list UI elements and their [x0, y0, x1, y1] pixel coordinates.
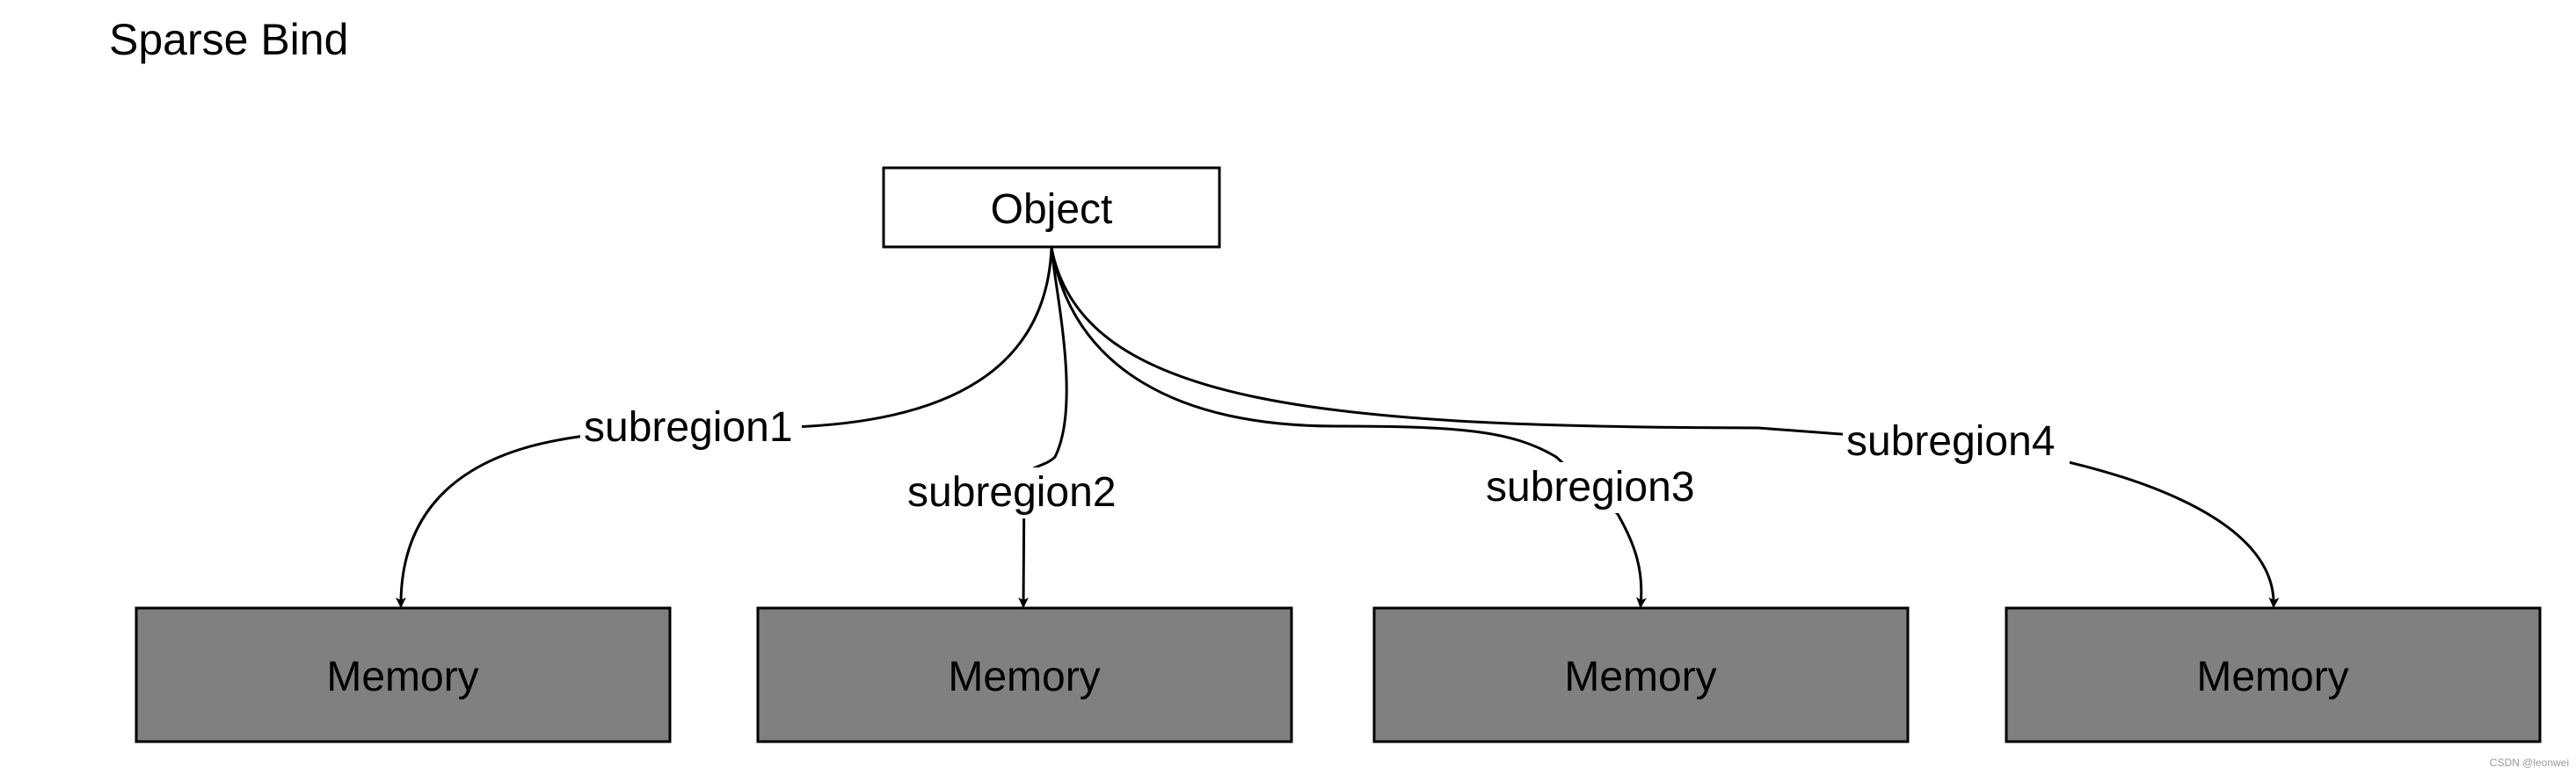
memory-node-1: Memory	[135, 606, 672, 743]
memory-node-4: Memory	[2005, 606, 2542, 743]
edge-label-bg-subregion2	[904, 467, 1134, 518]
memory-box-2	[756, 606, 1293, 743]
edge-label-bg-subregion4	[1843, 416, 2070, 467]
edge-label-subregion1: subregion1	[584, 404, 793, 451]
edge-label-subregion2: subregion2	[907, 469, 1117, 516]
memory-label-4: Memory	[2196, 654, 2348, 700]
edge-label-bg-subregion3	[1482, 462, 1713, 513]
memory-label-1: Memory	[326, 654, 478, 700]
edge-label-subregion3: subregion3	[1486, 464, 1695, 511]
memory-box-4	[2005, 606, 2542, 743]
diagram-title: Sparse Bind	[109, 15, 348, 64]
watermark: CSDN @leonwei	[2490, 757, 2569, 769]
edge-subregion4	[1050, 247, 2280, 608]
edge-label-subregion4: subregion4	[1846, 418, 2056, 465]
edge-label-bg-subregion1	[580, 404, 802, 453]
edge-subregion2	[1018, 247, 1068, 608]
edge-subregion3	[1050, 247, 1647, 608]
memory-box-3	[1372, 606, 1910, 743]
memory-box-1	[135, 606, 672, 743]
memory-label-2: Memory	[948, 654, 1100, 700]
memory-node-3: Memory	[1372, 606, 1910, 743]
memory-node-2: Memory	[756, 606, 1293, 743]
object-box	[882, 166, 1221, 249]
memory-label-3: Memory	[1564, 654, 1716, 700]
object-node: Object	[882, 166, 1221, 249]
object-label: Object	[991, 186, 1113, 233]
